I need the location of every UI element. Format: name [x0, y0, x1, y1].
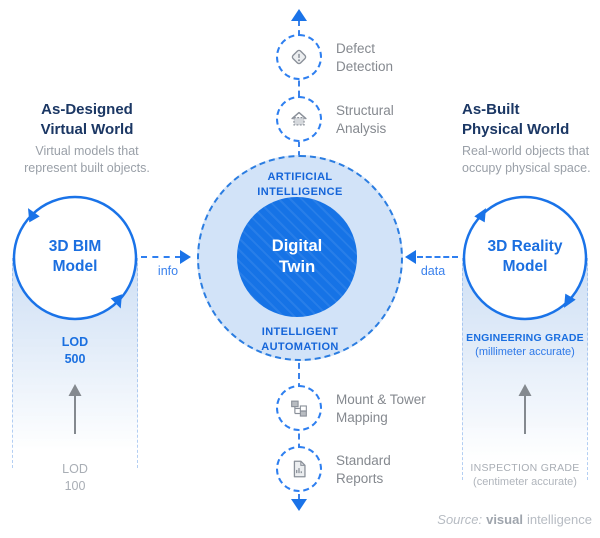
source-brand-rest: intelligence — [526, 512, 592, 527]
report-document-icon — [293, 460, 306, 478]
left-circle-label: 3D BIM Model — [48, 238, 102, 276]
diamond-alert-icon — [291, 49, 307, 65]
source-brand-bold: visual — [486, 512, 523, 527]
engineering-grade-label: ENGINEERING GRADE — [466, 332, 584, 344]
defect-detection-label: Defect Detection — [336, 41, 394, 74]
data-arrowhead-icon — [405, 250, 416, 264]
intelligent-automation-label: INTELLIGENT AUTOMATION — [261, 326, 339, 353]
standard-reports-label: Standard Reports — [336, 453, 391, 486]
left-subtitle: Virtual models that represent built obje… — [24, 144, 150, 175]
standard-reports-node — [276, 446, 322, 492]
engineering-grade-sub: (millimeter accurate) — [475, 346, 575, 358]
structural-analysis-node — [276, 96, 322, 142]
cycle-circle-left — [12, 195, 138, 321]
lod-500-label: LOD 500 — [61, 335, 89, 366]
inspection-grade-sub: (centimeter accurate) — [473, 476, 577, 488]
tower-mapping-label: Mount & Tower Mapping — [336, 392, 426, 425]
right-heading: As-Built Physical World — [462, 101, 570, 138]
data-flow-line — [417, 256, 458, 258]
house-icon — [291, 111, 307, 126]
info-flow-label: info — [157, 264, 179, 278]
structural-analysis-label: Structural Analysis — [336, 103, 394, 136]
up-arrow-gray-right — [518, 384, 532, 434]
artificial-intelligence-label: ARTIFICIAL INTELLIGENCE — [257, 171, 343, 198]
digital-twin-label: Digital Twin — [271, 236, 323, 276]
digital-twin-core: Digital Twin — [237, 197, 357, 317]
info-arrowhead-icon — [180, 250, 191, 264]
source-attribution: Source: visual intelligence — [420, 512, 592, 527]
right-circle-label: 3D Reality Model — [487, 238, 563, 276]
hierarchy-icon — [291, 400, 307, 417]
arrow-up-icon — [291, 9, 307, 21]
arrow-down-icon — [291, 499, 307, 511]
defect-detection-node — [276, 34, 322, 80]
cycle-circle-right — [462, 195, 588, 321]
lod-100-label: LOD 100 — [62, 462, 88, 493]
left-heading: As-Designed Virtual World — [40, 101, 134, 138]
info-flow-line — [141, 256, 181, 258]
source-prefix: Source: — [437, 512, 483, 527]
inspection-grade-label: INSPECTION GRADE — [470, 462, 580, 474]
right-subtitle: Real-world objects that occupy physical … — [462, 144, 591, 175]
tower-mapping-node — [276, 385, 322, 431]
data-flow-label: data — [420, 264, 446, 278]
up-arrow-gray-left — [68, 384, 82, 434]
